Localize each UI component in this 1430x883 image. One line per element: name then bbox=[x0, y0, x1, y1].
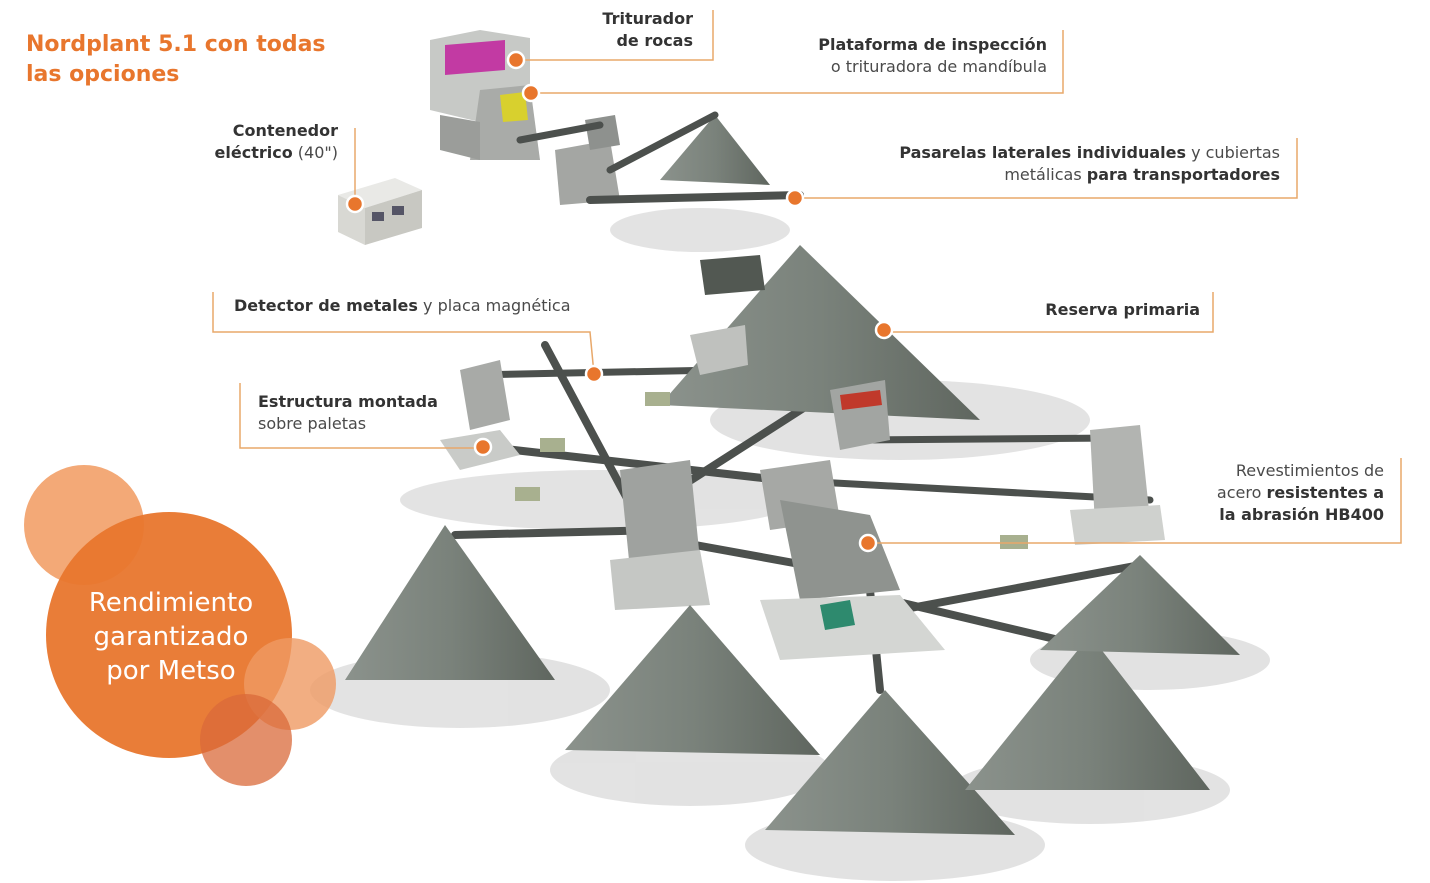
label-reserva: Reserva primaria bbox=[1045, 299, 1200, 321]
title-line-1: Nordplant 5.1 con todas bbox=[26, 32, 326, 57]
label-detector: Detector de metales y placa magnética bbox=[234, 295, 571, 317]
contenedor-bold-1: Contenedor bbox=[232, 121, 338, 140]
detector-normal: y placa magnética bbox=[417, 296, 571, 315]
performance-badge-graphic bbox=[24, 465, 336, 786]
dot-reserva bbox=[874, 320, 894, 340]
badge-line-2: garantizado bbox=[93, 622, 249, 652]
reserva-bold: Reserva primaria bbox=[1045, 300, 1200, 319]
contenedor-normal-2: (40") bbox=[292, 143, 338, 162]
pasarelas-bold-1: Pasarelas laterales individuales bbox=[899, 143, 1186, 162]
electric-container-graphic bbox=[338, 178, 422, 245]
dot-plataforma bbox=[521, 83, 541, 103]
bottom-piles bbox=[345, 525, 1240, 835]
page-title: Nordplant 5.1 con todas las opciones bbox=[26, 30, 326, 90]
dot-revestimientos bbox=[858, 533, 878, 553]
badge-line-3: por Metso bbox=[106, 656, 236, 686]
detector-bold: Detector de metales bbox=[234, 296, 418, 315]
title-line-2: las opciones bbox=[26, 62, 180, 87]
primary-stockpile-graphic bbox=[660, 245, 980, 420]
label-pasarelas: Pasarelas laterales individuales y cubie… bbox=[899, 142, 1280, 186]
plataforma-normal: o trituradora de mandíbula bbox=[830, 57, 1047, 76]
plataforma-bold: Plataforma de inspección bbox=[818, 35, 1047, 54]
performance-badge: Rendimiento garantizado por Metso bbox=[46, 586, 296, 688]
pasarelas-bold-2: para transportadores bbox=[1086, 165, 1280, 184]
dot-detector bbox=[584, 364, 604, 384]
pasarelas-normal-1: y cubiertas bbox=[1185, 143, 1280, 162]
revestimientos-normal-1: Revestimientos de bbox=[1235, 461, 1384, 480]
badge-line-1: Rendimiento bbox=[88, 588, 254, 618]
label-revestimientos: Revestimientos de acero resistentes a la… bbox=[1217, 460, 1384, 526]
revestimientos-bold-2: resistentes a bbox=[1266, 483, 1384, 502]
triturador-line-1: Triturador bbox=[602, 9, 693, 28]
rock-crusher-graphic bbox=[430, 30, 620, 205]
triturador-line-2: de rocas bbox=[616, 31, 693, 50]
estructura-normal: sobre paletas bbox=[258, 414, 367, 433]
label-triturador: Triturador de rocas bbox=[602, 8, 693, 52]
leader-lines bbox=[212, 10, 1402, 544]
label-estructura: Estructura montada sobre paletas bbox=[258, 391, 438, 435]
label-contenedor: Contenedor eléctrico (40") bbox=[215, 120, 338, 164]
top-pile-graphic bbox=[660, 115, 770, 185]
machinery bbox=[440, 255, 1165, 660]
dot-estructura bbox=[473, 437, 493, 457]
pasarelas-normal-2: metálicas bbox=[1004, 165, 1087, 184]
label-plataforma: Plataforma de inspección o trituradora d… bbox=[818, 34, 1047, 78]
revestimientos-bold-3: la abrasión HB400 bbox=[1219, 505, 1384, 524]
dot-pasarelas bbox=[785, 188, 805, 208]
dot-contenedor bbox=[345, 194, 365, 214]
revestimientos-normal-2: acero bbox=[1216, 483, 1267, 502]
contenedor-bold-2: eléctrico bbox=[214, 143, 293, 162]
callout-dots bbox=[345, 50, 894, 553]
dot-triturador bbox=[506, 50, 526, 70]
estructura-bold: Estructura montada bbox=[258, 392, 438, 411]
